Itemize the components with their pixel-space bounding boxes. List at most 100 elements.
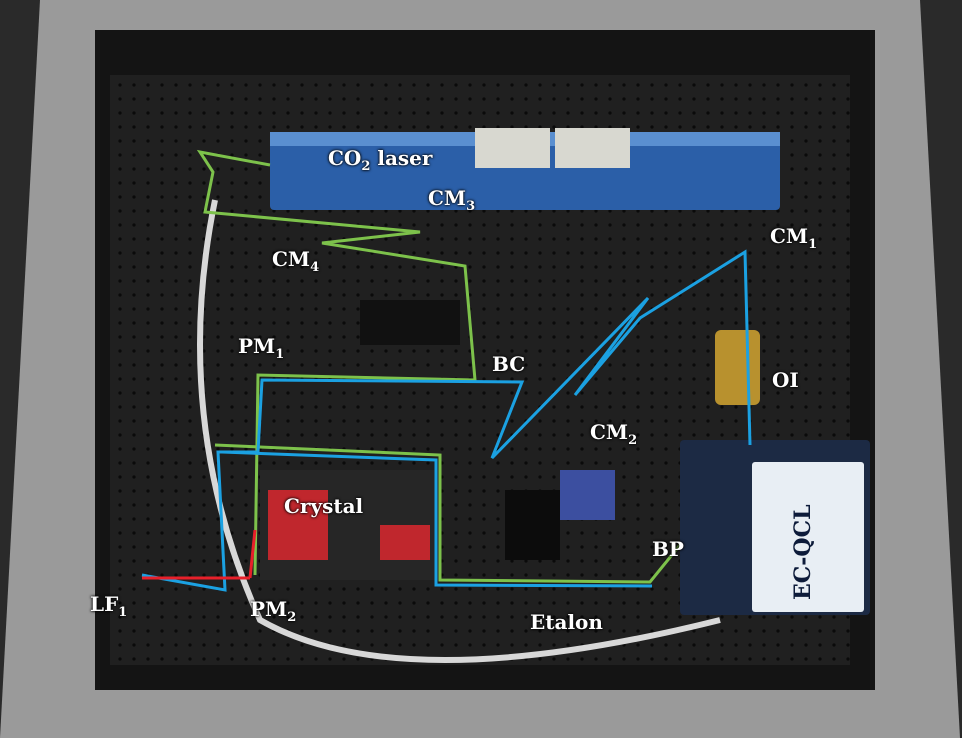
breadboard-hole (398, 223, 402, 227)
breadboard-hole (244, 279, 248, 283)
breadboard-hole (314, 125, 318, 129)
breadboard-hole (370, 209, 374, 213)
breadboard-hole (636, 615, 640, 619)
breadboard-hole (594, 531, 598, 535)
breadboard-hole (202, 195, 206, 199)
breadboard-hole (636, 97, 640, 101)
breadboard-hole (552, 573, 556, 577)
breadboard-hole (776, 307, 780, 311)
breadboard-hole (174, 293, 178, 297)
breadboard-hole (146, 517, 150, 521)
breadboard-hole (846, 615, 850, 619)
breadboard-hole (706, 363, 710, 367)
breadboard-hole (538, 363, 542, 367)
breadboard-hole (454, 559, 458, 563)
breadboard-hole (272, 657, 276, 661)
breadboard-hole (132, 181, 136, 185)
breadboard-hole (608, 111, 612, 115)
breadboard-hole (776, 391, 780, 395)
breadboard-hole (790, 279, 794, 283)
breadboard-hole (384, 349, 388, 353)
breadboard-hole (146, 111, 150, 115)
label-pm1: PM1 (238, 334, 284, 362)
breadboard-hole (594, 97, 598, 101)
breadboard-hole (230, 643, 234, 647)
breadboard-hole (636, 643, 640, 647)
breadboard-hole (818, 419, 822, 423)
breadboard-hole (832, 181, 836, 185)
breadboard-hole (258, 307, 262, 311)
breadboard-hole (230, 335, 234, 339)
breadboard-hole (370, 601, 374, 605)
breadboard-hole (132, 377, 136, 381)
breadboard-hole (412, 461, 416, 465)
breadboard-hole (818, 265, 822, 269)
breadboard-hole (468, 83, 472, 87)
breadboard-hole (622, 97, 626, 101)
breadboard-hole (258, 97, 262, 101)
breadboard-hole (146, 447, 150, 451)
breadboard-hole (426, 237, 430, 241)
label-sub: 2 (361, 159, 371, 174)
breadboard-hole (188, 349, 192, 353)
breadboard-hole (188, 293, 192, 297)
breadboard-hole (496, 237, 500, 241)
breadboard-hole (566, 573, 570, 577)
breadboard-hole (496, 643, 500, 647)
breadboard-hole (230, 489, 234, 493)
breadboard-hole (538, 209, 542, 213)
breadboard-hole (622, 237, 626, 241)
breadboard-hole (342, 111, 346, 115)
breadboard-hole (706, 265, 710, 269)
breadboard-hole (202, 335, 206, 339)
breadboard-hole (482, 419, 486, 423)
breadboard-hole (846, 433, 850, 437)
breadboard-hole (426, 111, 430, 115)
breadboard-hole (678, 377, 682, 381)
breadboard-hole (328, 349, 332, 353)
breadboard-hole (342, 307, 346, 311)
breadboard-hole (580, 209, 584, 213)
breadboard-hole (454, 83, 458, 87)
breadboard-hole (244, 349, 248, 353)
breadboard-hole (510, 237, 514, 241)
breadboard-hole (160, 559, 164, 563)
breadboard-hole (118, 503, 122, 507)
breadboard-hole (188, 363, 192, 367)
breadboard-hole (552, 111, 556, 115)
breadboard-hole (384, 419, 388, 423)
breadboard-hole (804, 237, 808, 241)
breadboard-hole (216, 195, 220, 199)
breadboard-hole (580, 265, 584, 269)
breadboard-hole (468, 97, 472, 101)
breadboard-hole (384, 293, 388, 297)
breadboard-hole (314, 461, 318, 465)
breadboard-hole (118, 125, 122, 129)
breadboard-hole (482, 321, 486, 325)
breadboard-hole (468, 461, 472, 465)
breadboard-hole (608, 279, 612, 283)
breadboard-hole (300, 587, 304, 591)
breadboard-hole (818, 293, 822, 297)
breadboard-hole (846, 405, 850, 409)
breadboard-hole (538, 587, 542, 591)
breadboard-hole (398, 209, 402, 213)
breadboard-hole (734, 97, 738, 101)
breadboard-hole (762, 321, 766, 325)
breadboard-hole (202, 601, 206, 605)
breadboard-hole (566, 293, 570, 297)
breadboard-hole (132, 391, 136, 395)
breadboard-hole (804, 251, 808, 255)
breadboard-hole (538, 97, 542, 101)
breadboard-hole (664, 503, 668, 507)
breadboard-hole (132, 167, 136, 171)
breadboard-hole (622, 279, 626, 283)
breadboard-hole (804, 349, 808, 353)
breadboard-hole (636, 223, 640, 227)
breadboard-hole (636, 657, 640, 661)
label-cm3: CM3 (428, 186, 475, 214)
breadboard-hole (412, 433, 416, 437)
breadboard-hole (538, 307, 542, 311)
breadboard-hole (300, 321, 304, 325)
breadboard-hole (440, 447, 444, 451)
